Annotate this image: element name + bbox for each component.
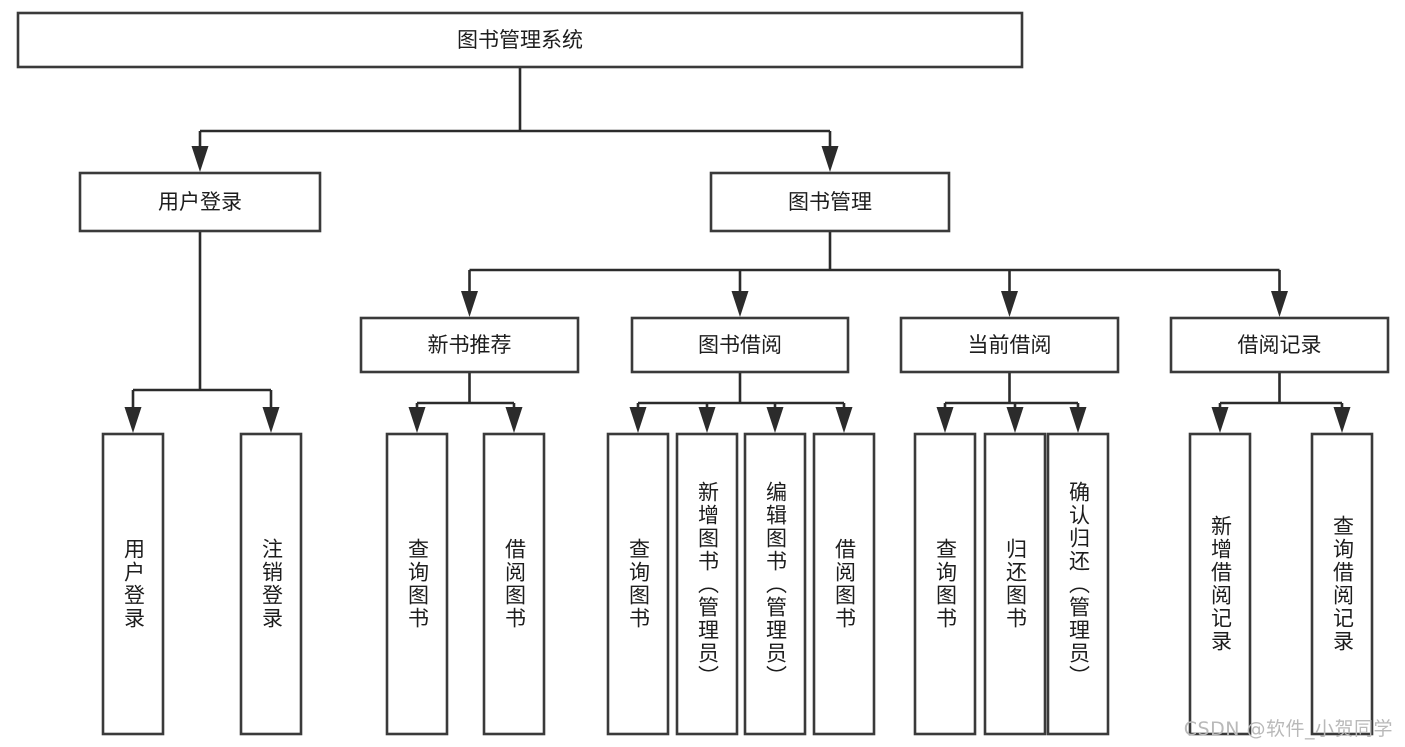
node-label-bookmgmt: 图书管理 [788,190,872,214]
node-box-leaf-query-book-2[interactable] [606,432,670,736]
node-box-leaf-query-record[interactable] [1310,432,1374,736]
arrow-head-icon [936,407,954,433]
node-box-leaf-user-login[interactable] [101,432,165,736]
arrow-head-icon [1001,291,1018,317]
arrow-head-icon [821,146,839,172]
arrow-head-icon [408,407,426,433]
arrow-head-icon [262,407,280,433]
node-box-leaf-confirm-return[interactable] [1046,432,1110,736]
watermark-text: CSDN @软件_小贺同学 [1183,718,1393,740]
arrow-head-icon [835,407,853,433]
node-box-leaf-edit-book[interactable] [743,432,807,736]
node-label-current: 当前借阅 [968,333,1052,357]
node-label-root: 图书管理系统 [457,28,583,52]
arrow-head-icon [1006,407,1024,433]
node-label-records: 借阅记录 [1238,333,1322,357]
node-label-borrow: 图书借阅 [698,333,782,357]
node-box-leaf-add-record[interactable] [1188,432,1252,736]
node-box-leaf-query-book-3[interactable] [913,432,977,736]
arrow-head-icon [505,407,523,433]
node-box-leaf-logout[interactable] [239,432,303,736]
node-label-login: 用户登录 [158,190,242,214]
node-box-login[interactable] [78,171,322,233]
arrow-head-icon [1069,407,1087,433]
node-box-root[interactable] [16,11,1024,69]
arrow-head-icon [731,291,749,317]
arrow-head-icon [1333,407,1351,433]
node-box-leaf-query-book-1[interactable] [385,432,449,736]
node-box-current[interactable] [899,316,1120,374]
connector-layer [124,67,1351,433]
arrow-head-icon [629,407,647,433]
node-box-borrow[interactable] [630,316,850,374]
arrow-head-icon [1211,407,1229,433]
arrow-head-icon [124,407,142,433]
arrow-head-icon [191,146,209,172]
node-box-leaf-return-book[interactable] [983,432,1047,736]
node-box-leaf-borrow-book-1[interactable] [482,432,546,736]
node-label-newbook: 新书推荐 [428,333,512,357]
node-box-bookmgmt[interactable] [709,171,951,233]
node-box-leaf-borrow-book-2[interactable] [812,432,876,736]
node-box-leaf-add-book[interactable] [675,432,739,736]
node-box-newbook[interactable] [359,316,580,374]
arrow-head-icon [1271,291,1288,317]
arrow-head-icon [698,407,716,433]
arrow-head-icon [461,291,478,317]
node-box-records[interactable] [1169,316,1390,374]
arrow-head-icon [766,407,784,433]
